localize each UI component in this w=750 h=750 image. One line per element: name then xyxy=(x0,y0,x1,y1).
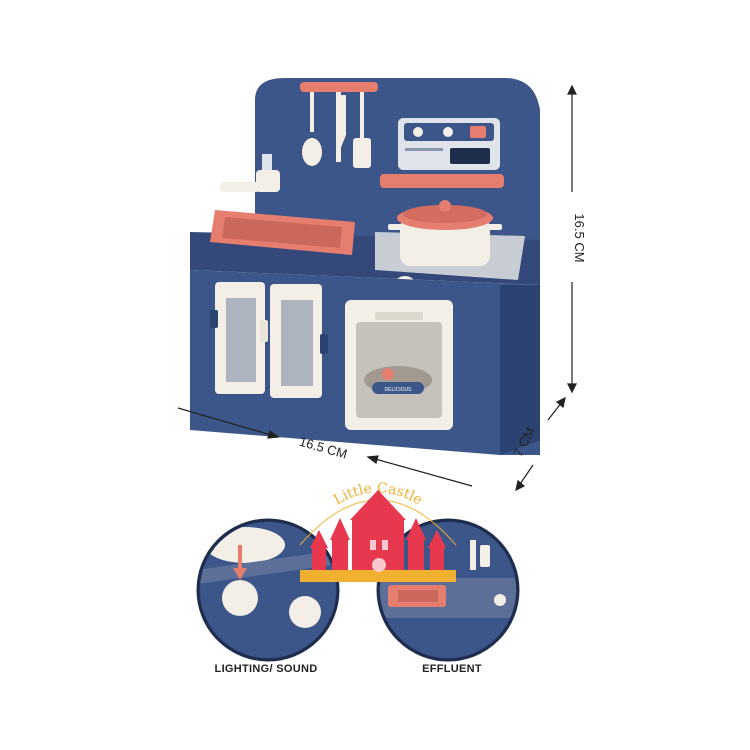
height-label: 16.5 CM xyxy=(572,213,587,262)
spatula-icon xyxy=(353,138,371,168)
spoon-icon xyxy=(302,138,322,166)
knob-icon xyxy=(222,580,258,616)
panel-button-icon xyxy=(443,127,453,137)
panel-button-icon xyxy=(413,127,423,137)
feature-caption-effluent: EFFLUENT xyxy=(422,663,482,675)
knob-icon xyxy=(289,596,321,628)
faucet xyxy=(220,154,280,192)
arrow-down-icon xyxy=(233,568,247,580)
cabinet-doors xyxy=(210,282,328,398)
timer-display xyxy=(450,148,490,164)
shelf xyxy=(380,174,504,188)
oven-label: DELICIOUS xyxy=(385,387,413,393)
brand-logo: Little Castle xyxy=(299,480,457,582)
panel-button-icon xyxy=(470,126,486,138)
toy-kitchen: DELICIOUS xyxy=(190,78,540,455)
castle-icon xyxy=(300,490,456,582)
dimension-depth xyxy=(515,396,566,492)
dimension-height xyxy=(567,84,577,394)
dimension-width xyxy=(177,407,473,487)
utensils xyxy=(302,84,371,168)
feature-caption-lighting: LIGHTING/ SOUND xyxy=(215,663,318,675)
cooking-pot xyxy=(388,200,502,266)
oven: DELICIOUS xyxy=(345,300,453,430)
